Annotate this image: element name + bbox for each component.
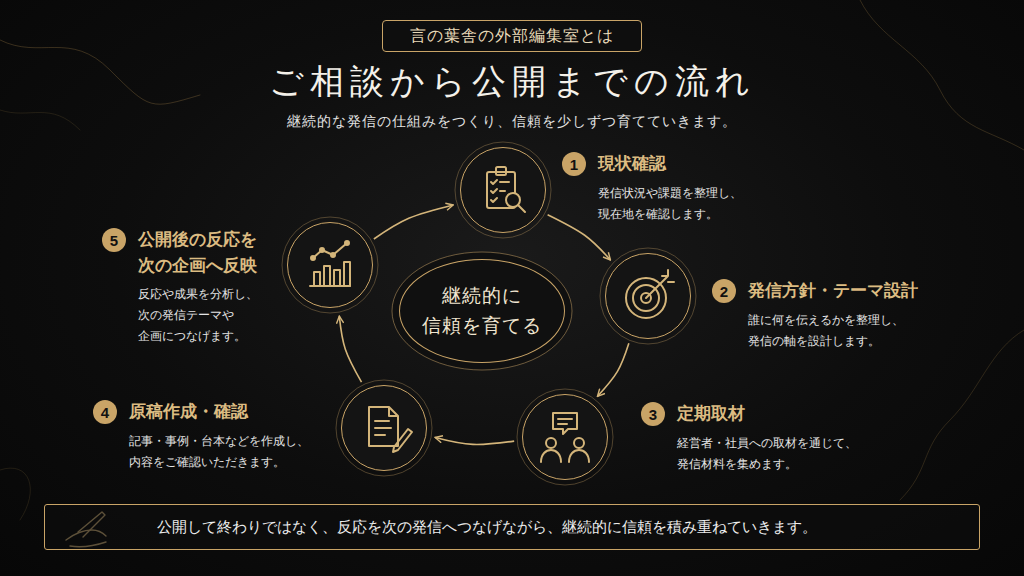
circle-fill — [287, 222, 373, 308]
flow-arrow — [548, 215, 611, 260]
flow-arrow — [435, 437, 514, 444]
vein — [860, 0, 1024, 150]
header-tag: 言の葉舎の外部編集室とは — [382, 20, 642, 52]
outer-ring — [600, 248, 696, 344]
footer-text: 公開して終わりではなく、反応を次の発信へつなげながら、継続的に信頼を積み重ねてい… — [157, 518, 817, 537]
step-head-row: 1 現状確認 — [562, 151, 749, 177]
step-circle: 4原稿作成・確認記事・事例・台本などを作成し、 内容をご確認いただきます。 — [341, 385, 427, 471]
clipboard-icon — [487, 167, 525, 212]
outer-ring — [336, 380, 432, 476]
outer-ring — [517, 389, 613, 485]
step-number-badge: 4 — [93, 400, 117, 424]
step-circle: 1現状確認発信状況や課題を整理し、 現在地を確認します。 — [460, 147, 546, 233]
step-heading: 原稿作成・確認 — [129, 399, 248, 425]
step-number-badge: 5 — [102, 228, 126, 252]
footer-band: 公開して終わりではなく、反応を次の発信へつなげながら、継続的に信頼を積み重ねてい… — [44, 504, 980, 550]
icons — [66, 167, 674, 547]
step-heading: 現状確認 — [598, 151, 666, 177]
step-heading: 公開後の反応を 次の企画へ反映 — [138, 227, 267, 278]
interview-icon — [541, 413, 589, 462]
title-wrap: ご相談から公開までの流れ — [269, 62, 756, 103]
step-heading: 定期取材 — [677, 401, 745, 427]
step-head-row: 2 発信方針・テーマ設計 — [712, 278, 918, 304]
step-circle: 5公開後の反応を 次の企画へ反映反応や成果を分析し、 次の発信テーマや 企画につ… — [287, 222, 373, 308]
step-heading: 発信方針・テーマ設計 — [748, 278, 918, 304]
step-text: 2 発信方針・テーマ設計誰に何を伝えるかを整理し、 発信の軸を設計します。 — [712, 278, 918, 352]
step-text: 4 原稿作成・確認記事・事例・台本などを作成し、 内容をご確認いただきます。 — [93, 399, 316, 473]
vein — [0, 110, 80, 130]
circle-fill — [522, 394, 608, 480]
flow-arrow — [374, 205, 453, 239]
step-text: 1 現状確認発信状況や課題を整理し、 現在地を確認します。 — [562, 151, 749, 225]
page-title: ご相談から公開までの流れ — [269, 62, 756, 103]
vein — [0, 468, 30, 520]
label-wrap: 継続的な発信の仕組みをつくり、信頼を少しずつ育てていきます。 — [287, 113, 737, 131]
step-description: 記事・事例・台本などを作成し、 内容をご確認いただきます。 — [129, 431, 316, 473]
step-number-badge: 3 — [641, 402, 665, 426]
document-pen-icon — [369, 407, 412, 452]
step-description: 経営者・社員への取材を通じて、 発信材料を集めます。 — [677, 433, 864, 475]
step-circle: 2発信方針・テーマ設計誰に何を伝えるかを整理し、 発信の軸を設計します。 — [605, 253, 691, 339]
step-number-badge: 1 — [562, 152, 586, 176]
flow-arrow — [339, 316, 361, 382]
circle-fill — [605, 253, 691, 339]
step-text: 3 定期取材経営者・社員への取材を通じて、 発信材料を集めます。 — [641, 401, 864, 475]
outer-ring — [282, 217, 378, 313]
step-text: 5 公開後の反応を 次の企画へ反映反応や成果を分析し、 次の発信テーマや 企画につ… — [102, 227, 267, 347]
target-icon — [626, 270, 674, 318]
vein — [900, 330, 1024, 500]
step-description: 反応や成果を分析し、 次の発信テーマや 企画につなげます。 — [138, 284, 265, 347]
chart-icon — [310, 241, 350, 286]
step-head-row: 5 公開後の反応を 次の企画へ反映 — [102, 227, 267, 278]
center-text: 継続的に 信頼を育てる — [419, 281, 544, 342]
step-circle: 3定期取材経営者・社員への取材を通じて、 発信材料を集めます。 — [522, 394, 608, 480]
circle-fill — [341, 385, 427, 471]
step-description: 誰に何を伝えるかを整理し、 発信の軸を設計します。 — [748, 310, 911, 352]
vein — [0, 40, 200, 104]
center-ellipse: 継続的に 信頼を育てる — [399, 259, 565, 363]
circle-fill — [460, 147, 546, 233]
step-head-row: 3 定期取材 — [641, 401, 864, 427]
flow-arrow — [597, 343, 628, 396]
subtitle: 継続的な発信の仕組みをつくり、信頼を少しずつ育てていきます。 — [287, 113, 737, 131]
marble-veins — [0, 0, 1024, 520]
ellipse-outer-ring — [392, 252, 572, 370]
step-head-row: 4 原稿作成・確認 — [93, 399, 316, 425]
outer-ring — [455, 142, 551, 238]
step-number-badge: 2 — [712, 279, 736, 303]
step-description: 発信状況や課題を整理し、 現在地を確認します。 — [598, 183, 749, 225]
tag-text: 言の葉舎の外部編集室とは — [410, 26, 614, 47]
